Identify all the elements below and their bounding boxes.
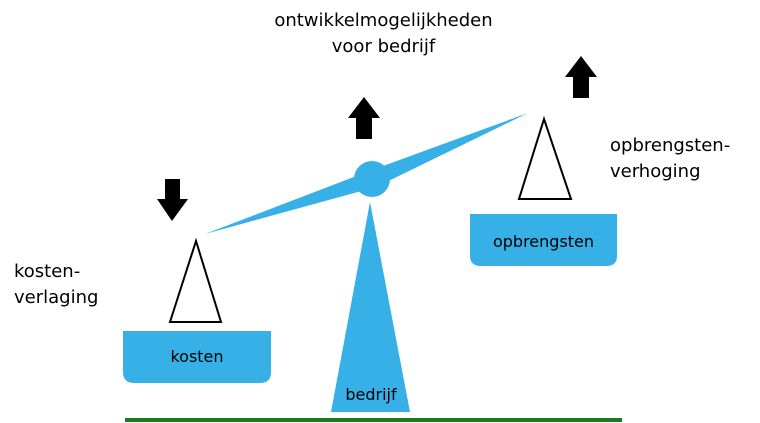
revenue-increase-label: opbrengsten- verhoging xyxy=(610,133,730,185)
up-arrow-icon xyxy=(348,97,380,139)
right-pan-label: opbrengsten xyxy=(492,232,595,251)
right-pan xyxy=(470,214,617,266)
left-pan xyxy=(123,331,271,383)
left-label-line-1: kosten- xyxy=(14,261,81,282)
left-pan-label: kosten xyxy=(170,347,224,366)
title-line-2: voor bedrijf xyxy=(331,36,436,57)
diagram-title: ontwikkelmogelijkheden voor bedrijf xyxy=(0,8,760,60)
right-label-line-1: opbrengsten- xyxy=(610,135,731,156)
fulcrum-support xyxy=(331,202,410,412)
right-label-line-2: verhoging xyxy=(610,161,701,182)
left-label-line-2: verlaging xyxy=(14,287,99,308)
left-pan-hanger xyxy=(168,237,223,323)
base-label: bedrijf xyxy=(345,385,397,404)
down-arrow-icon xyxy=(157,179,188,221)
pivot-circle xyxy=(354,161,390,197)
title-line-1: ontwikkelmogelijkheden xyxy=(274,10,493,31)
up-arrow-icon xyxy=(565,56,597,98)
cost-reduction-label: kosten- verlaging xyxy=(14,259,98,311)
right-pan-hanger xyxy=(517,115,573,200)
